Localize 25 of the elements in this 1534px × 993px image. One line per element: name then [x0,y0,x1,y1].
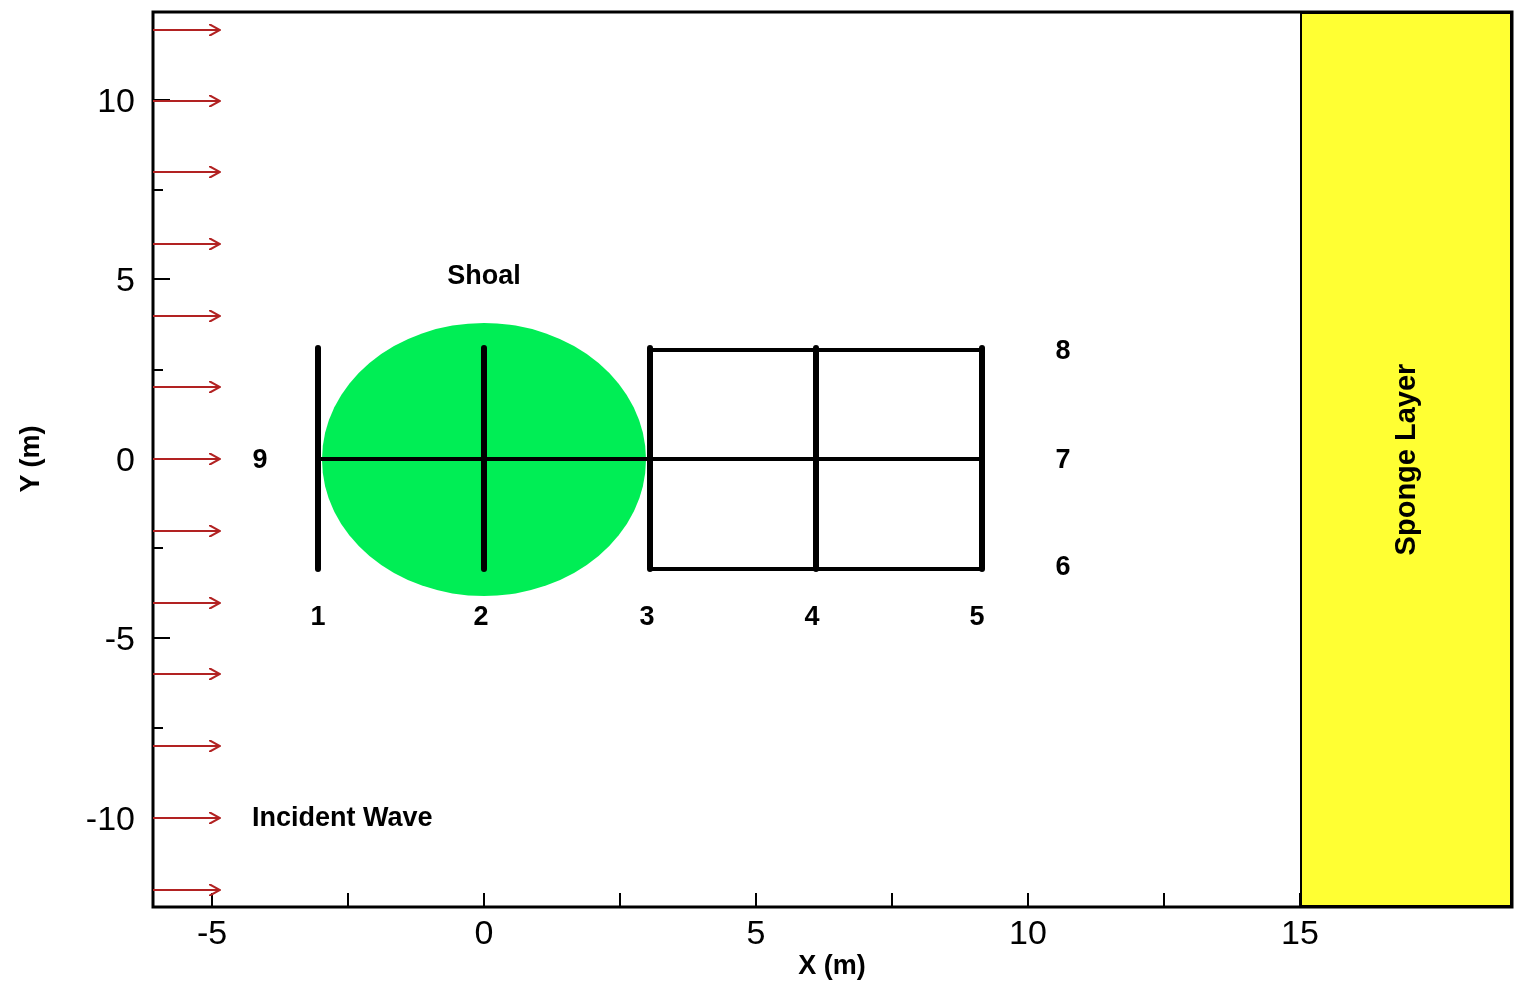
gauge-label: 2 [473,602,489,630]
gauge-label: 6 [1055,552,1071,580]
gauge-label: 8 [1055,336,1071,364]
tick-label: 10 [97,83,135,117]
gauge-label: 9 [252,445,268,473]
gauge-label: 5 [969,602,985,630]
tick-label: 5 [746,915,766,949]
shoal-label: Shoal [446,262,522,289]
axis-title: Y (m) [16,425,44,493]
gauge-label: 7 [1055,445,1071,473]
zone-label: Sponge Layer [1389,363,1423,556]
tick-label: -5 [104,621,135,655]
sponge-layer-zone [1300,12,1512,907]
tick-label: 10 [1009,915,1047,949]
tick-label: -10 [85,801,135,835]
tick-label: 0 [474,915,494,949]
gauge-label: 4 [804,602,820,630]
gauge-label: Incident Wave [252,803,433,831]
gauge-label: 3 [639,602,655,630]
tick-label: 0 [116,442,135,476]
tick-label: 15 [1281,915,1319,949]
axis-title: X (m) [798,951,866,979]
tick-label: -5 [196,915,228,949]
tick-label: 5 [116,262,135,296]
gauge-label: 1 [310,602,326,630]
